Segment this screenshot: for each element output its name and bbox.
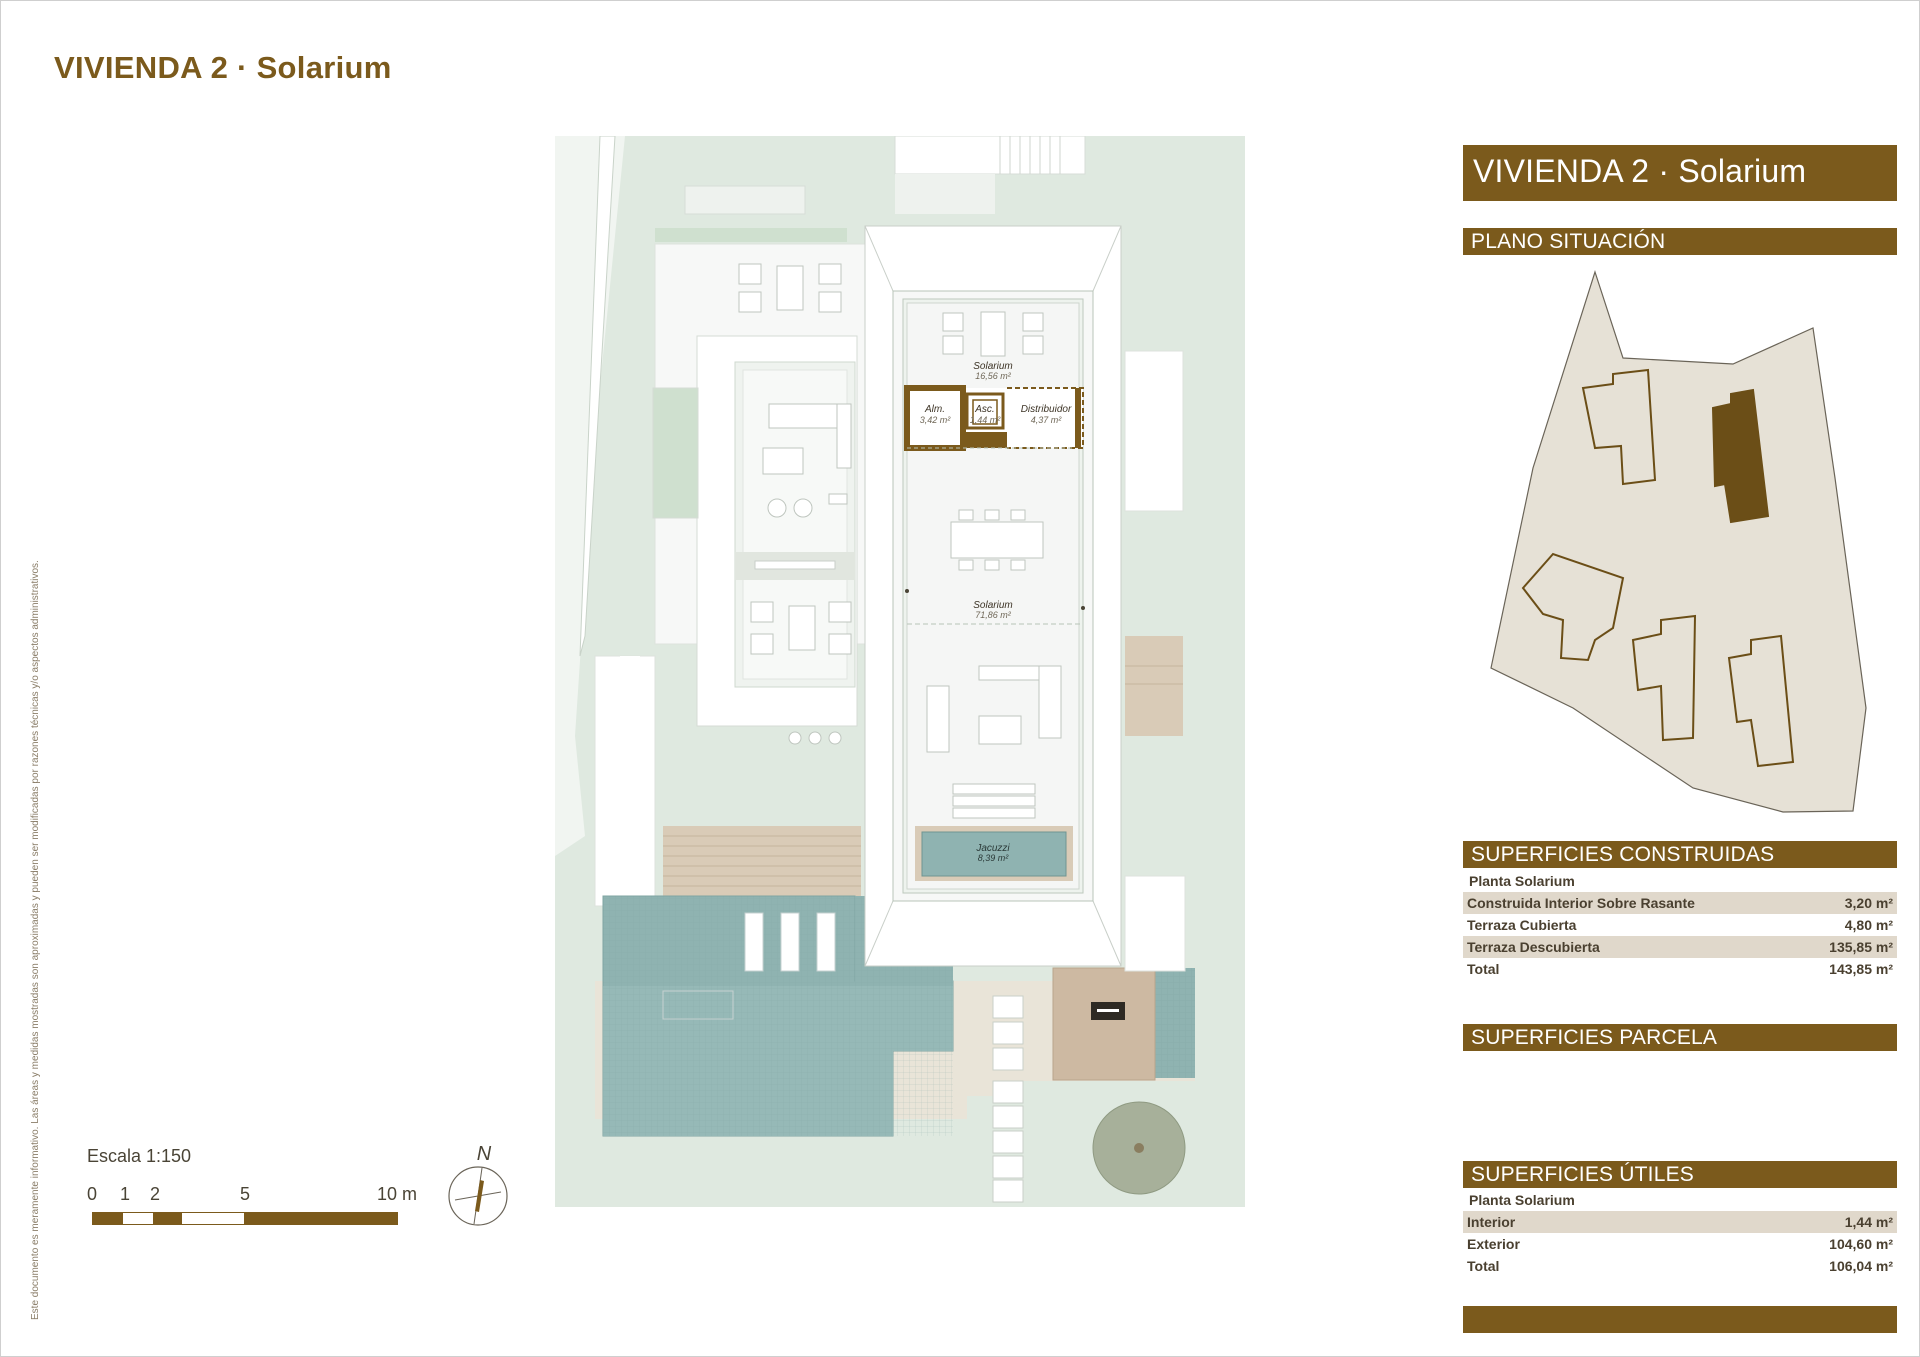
table-row: Terraza Descubierta 135,85 m² (1463, 936, 1897, 958)
situation-map (1483, 268, 1893, 828)
north-label: N (477, 1143, 492, 1165)
scale-bar (92, 1212, 398, 1225)
row-label: Terraza Cubierta (1467, 917, 1577, 933)
parcela-header: SUPERFICIES PARCELA (1463, 1024, 1897, 1051)
row-value: 1,44 m² (1844, 1214, 1893, 1230)
scale-label: Escala 1:150 (87, 1146, 192, 1166)
north-arrow: N (446, 1138, 510, 1228)
room-area-distribuidor: 4,37 m² (1031, 415, 1063, 425)
scale-tick: 5 (240, 1184, 251, 1204)
room-label-alm: Alm. (924, 404, 945, 415)
room-label-asc: Asc. (974, 404, 994, 415)
room-label-solarium-main: Solarium (973, 600, 1012, 611)
room-label-jacuzzi: Jacuzzi (975, 843, 1010, 854)
situacion-header: PLANO SITUACIÓN (1463, 228, 1897, 255)
room-area-alm: 3,42 m² (920, 415, 952, 425)
utiles-subheader: Planta Solarium (1469, 1192, 1575, 1208)
utiles-header: SUPERFICIES ÚTILES (1463, 1161, 1897, 1188)
floor-plan-drawing: Solarium 16,56 m² Alm. 3,42 m² Asc. 1,44… (555, 136, 1245, 1207)
scale-tick: 0 (87, 1184, 98, 1204)
row-label: Interior (1467, 1214, 1516, 1230)
row-value: 143,85 m² (1829, 961, 1893, 977)
construidas-header: SUPERFICIES CONSTRUIDAS (1463, 841, 1897, 868)
floor-plan: Solarium 16,56 m² Alm. 3,42 m² Asc. 1,44… (555, 136, 1245, 1207)
room-area-solarium-top: 16,56 m² (975, 371, 1012, 381)
table-row: Interior 1,44 m² (1463, 1211, 1897, 1233)
row-value: 4,80 m² (1844, 917, 1893, 933)
scale-ticks: 0 1 2 5 10 m (87, 1184, 427, 1206)
construidas-subheader: Planta Solarium (1469, 873, 1575, 889)
row-value: 104,60 m² (1829, 1236, 1893, 1252)
row-value: 3,20 m² (1844, 895, 1893, 911)
footer-bar (1463, 1306, 1897, 1333)
scale-tick: 1 (120, 1184, 131, 1204)
row-label: Total (1467, 1258, 1500, 1274)
utiles-table: Planta Solarium Interior 1,44 m² Exterio… (1463, 1189, 1897, 1277)
panel-title: VIVIENDA 2 · Solarium (1463, 145, 1897, 201)
row-label: Construida Interior Sobre Rasante (1467, 895, 1695, 911)
page-title: VIVIENDA 2 · Solarium (54, 50, 392, 85)
scale-tick: 2 (150, 1184, 161, 1204)
room-area-solarium-main: 71,86 m² (975, 610, 1012, 620)
table-row: Total 143,85 m² (1463, 958, 1897, 980)
room-area-jacuzzi: 8,39 m² (978, 853, 1010, 863)
row-label: Exterior (1467, 1236, 1520, 1252)
scale-tick: 10 m (377, 1184, 418, 1204)
table-row: Exterior 104,60 m² (1463, 1233, 1897, 1255)
row-label: Total (1467, 961, 1500, 977)
table-row: Construida Interior Sobre Rasante 3,20 m… (1463, 892, 1897, 914)
room-label-distribuidor: Distribuidor (1021, 404, 1072, 415)
row-label: Terraza Descubierta (1467, 939, 1600, 955)
disclaimer-text: Este documento es meramente informativo.… (30, 560, 41, 1320)
row-value: 135,85 m² (1829, 939, 1893, 955)
row-value: 106,04 m² (1829, 1258, 1893, 1274)
room-area-asc: 1,44 m² (970, 415, 1002, 425)
table-row: Total 106,04 m² (1463, 1255, 1897, 1277)
table-row: Terraza Cubierta 4,80 m² (1463, 914, 1897, 936)
room-label-solarium-top: Solarium (973, 361, 1012, 372)
construidas-table: Planta Solarium Construida Interior Sobr… (1463, 870, 1897, 980)
